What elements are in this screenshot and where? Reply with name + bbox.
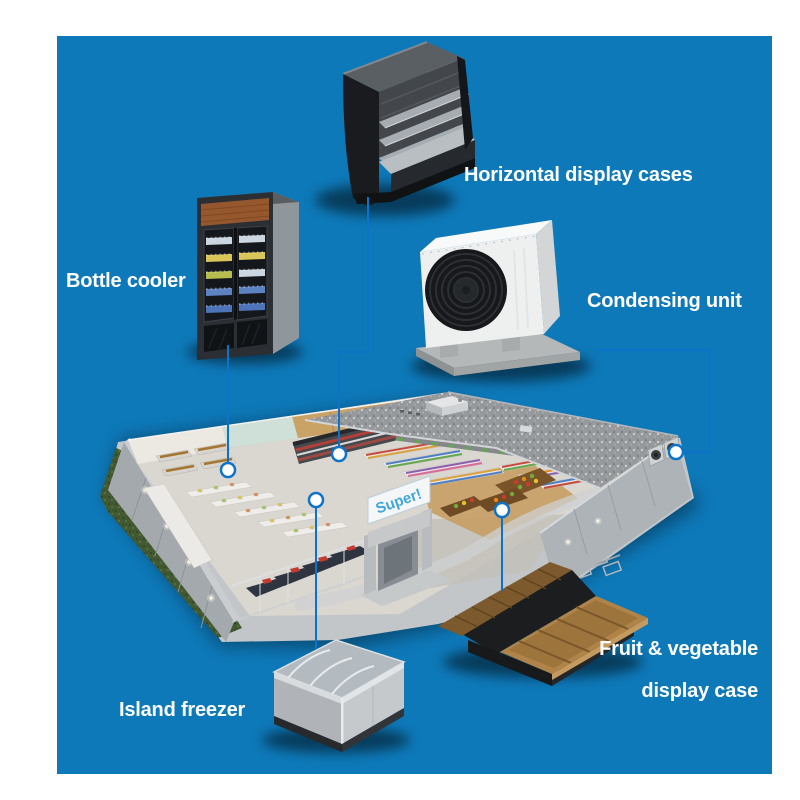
glass-front-wall [231,537,373,623]
callout-circle [493,501,511,519]
label-bottle-cooler: Bottle cooler [66,270,186,292]
horizontal-display-case-image [315,41,475,216]
callout-horizontal-display-cases [330,197,369,463]
callout-circle [667,443,685,461]
bottle-cooler-image [187,192,303,364]
store-sign-board [367,475,431,525]
label-fruit-vegetable-line1: Fruit & vegetable [599,638,758,660]
label-fruit-vegetable-line2: display case [641,680,758,702]
callout-fruit-vegetable [493,501,511,591]
island-freezer-image [262,639,410,753]
callout-bottle-cooler [219,345,237,479]
island-case-rows [143,481,349,569]
left-wing-planks [438,562,572,636]
fan-grille [425,249,507,331]
fruit-vegetable-case-image [438,562,648,686]
callout-island-freezer [307,491,325,649]
label-island-freezer: Island freezer [119,699,246,721]
rooftop-hvac [426,396,468,416]
glass-doors [203,225,268,323]
label-condensing-unit: Condensing unit [587,290,742,312]
callout-line [338,197,369,447]
callout-circle [219,461,237,479]
callout-line [596,349,711,453]
right-wing-trays [500,596,648,680]
callout-circle [330,445,348,463]
roof-gravel [304,391,679,489]
produce-bins [440,468,556,517]
callout-condensing-unit [596,349,711,461]
entrance: Super! [360,475,452,606]
callout-circle [307,491,325,509]
floor-tile-area [410,514,570,590]
condensing-unit-image [411,220,591,382]
label-horizontal-display-cases: Horizontal display cases [464,164,693,186]
